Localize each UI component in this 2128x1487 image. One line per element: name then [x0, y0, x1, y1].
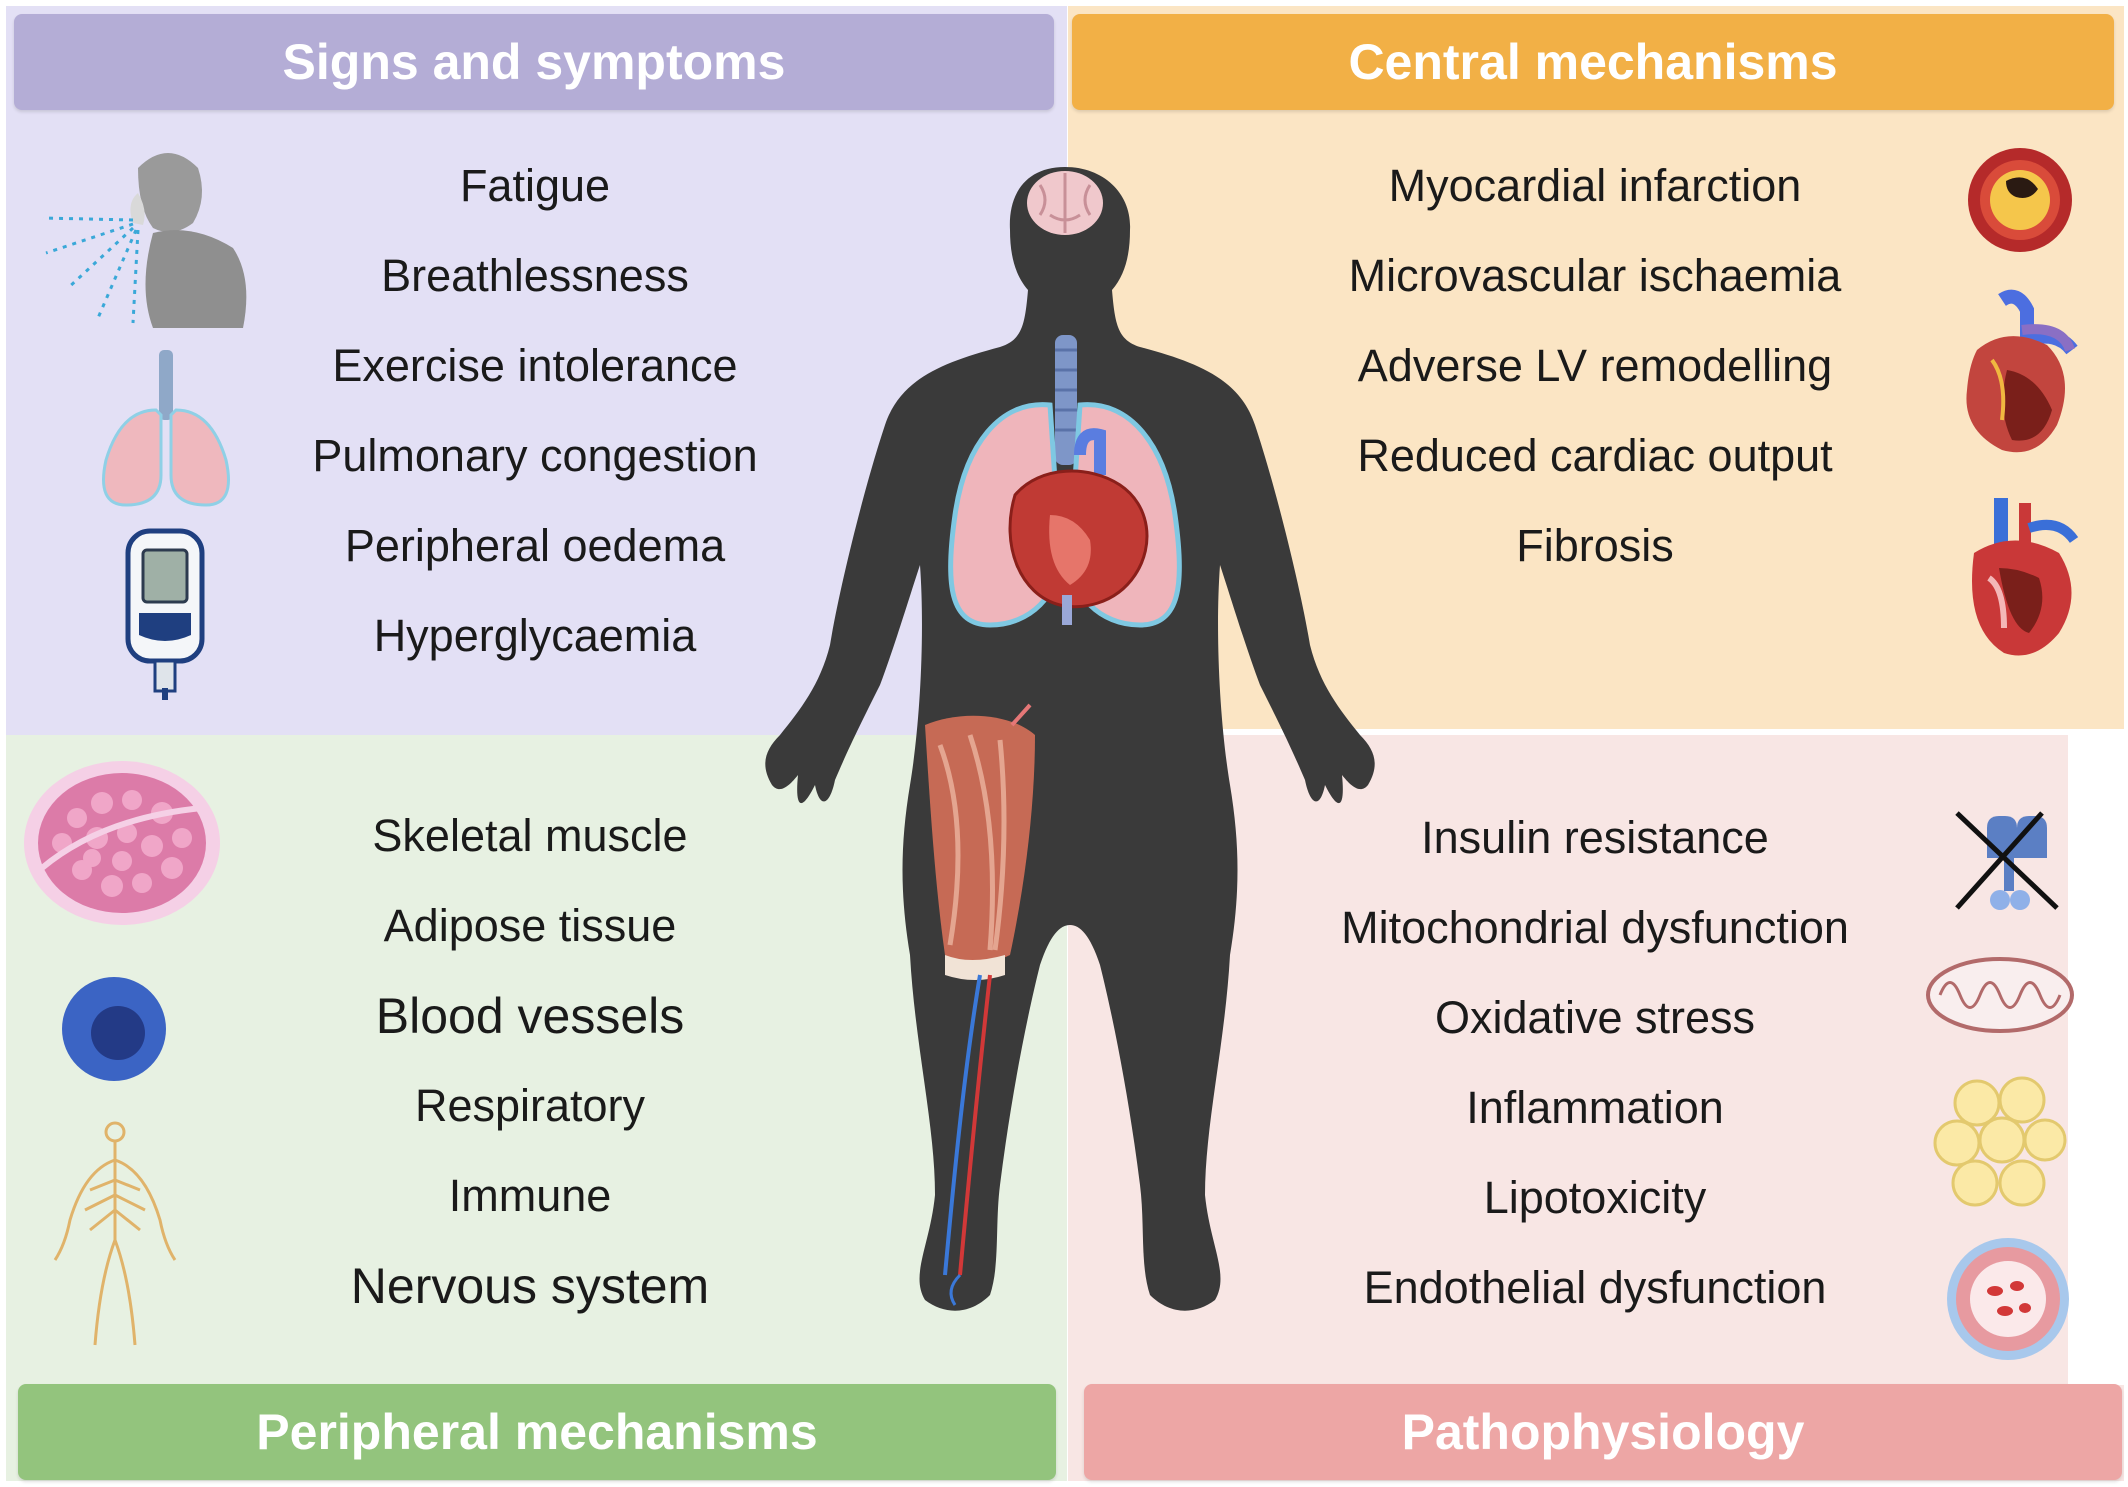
- nervous-system-icon: [53, 1121, 177, 1346]
- breathless-person-icon: [42, 153, 247, 328]
- list-item: Microvascular ischaemia: [1348, 250, 1842, 301]
- list-item: Inflammation: [1466, 1082, 1724, 1133]
- trachea-icon: [1055, 335, 1077, 465]
- infarcted-artery-icon: [1968, 148, 2072, 252]
- fibrotic-heart-icon: [1972, 498, 2079, 656]
- list-item: Lipotoxicity: [1483, 1172, 1707, 1223]
- list-item: Nervous system: [350, 1258, 710, 1314]
- leg-muscle-icon: [925, 703, 1035, 1306]
- list-item: Blood vessels: [375, 988, 685, 1044]
- list-item: Fatigue: [459, 160, 611, 211]
- glucometer-icon: [125, 528, 205, 700]
- list-item: Mitochondrial dysfunction: [1341, 902, 1849, 953]
- list-item: Breathlessness: [381, 250, 689, 301]
- blocked-insulin-receptor-icon: [1955, 811, 2059, 910]
- obese-body-silhouette: [765, 167, 1375, 1311]
- muscle-cross-section-icon: [24, 761, 220, 925]
- list-item: Skeletal muscle: [372, 810, 688, 861]
- list-item: Reduced cardiac output: [1357, 430, 1833, 481]
- list-item: Respiratory: [414, 1080, 646, 1131]
- list-item: Adipose tissue: [383, 900, 677, 951]
- list-item: Pulmonary congestion: [312, 430, 758, 481]
- immune-cell-icon: [62, 977, 166, 1081]
- remodelled-heart-icon: [1966, 289, 2078, 453]
- pathophysiology-header: Pathophysiology: [1084, 1384, 2122, 1480]
- list-item: Insulin resistance: [1421, 812, 1769, 863]
- signs-symptoms-header: Signs and symptoms: [14, 14, 1054, 110]
- list-item: Endothelial dysfunction: [1363, 1262, 1827, 1313]
- adipocytes-icon: [1933, 1076, 2067, 1207]
- peripheral-mechanisms-header: Peripheral mechanisms: [18, 1384, 1056, 1480]
- list-item: Oxidative stress: [1434, 992, 1756, 1043]
- brain-icon: [1027, 171, 1103, 235]
- blood-vessel-icon: [1947, 1238, 2069, 1360]
- mitochondrion-icon: [1926, 957, 2074, 1033]
- list-item: Fibrosis: [1516, 520, 1674, 571]
- lungs-icon: [102, 350, 230, 507]
- list-item: Peripheral oedema: [344, 520, 726, 571]
- list-item: Exercise intolerance: [332, 340, 738, 391]
- central-mechanisms-header: Central mechanisms: [1072, 14, 2114, 110]
- list-item: Hyperglycaemia: [373, 610, 697, 661]
- heart-icon: [1008, 428, 1149, 625]
- list-item: Immune: [448, 1170, 612, 1221]
- list-item: Adverse LV remodelling: [1357, 340, 1833, 391]
- list-item: Myocardial infarction: [1388, 160, 1802, 211]
